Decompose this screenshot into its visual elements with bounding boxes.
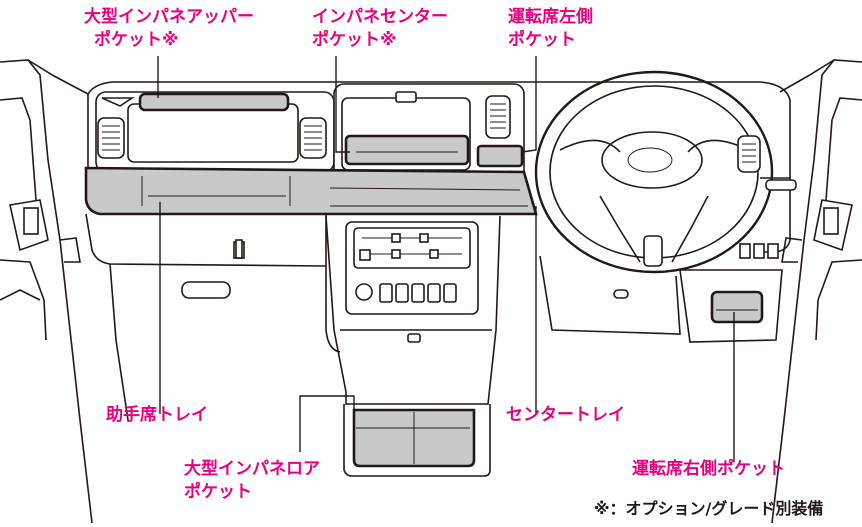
label-center-pocket-1: インパネセンター: [312, 7, 448, 27]
right-vent: [737, 135, 761, 173]
center-right-vent: [485, 95, 511, 139]
center-stack-upper: [333, 83, 525, 181]
callout-labels: 大型インパネアッパー ポケット※ インパネセンター ポケット※ 運転席左側 ポケ…: [84, 6, 823, 518]
label-large-upper-pocket-2: ポケット※: [94, 29, 179, 50]
label-large-lower-pocket-1: 大型インパネロア: [184, 458, 320, 479]
label-driver-left-pocket-1: 運転席左側: [508, 6, 593, 27]
label-large-upper-pocket-1: 大型インパネアッパー: [84, 6, 254, 27]
label-passenger-tray: 助手席トレイ: [106, 404, 208, 425]
steering-wheel: [534, 70, 774, 274]
leader-lines: [157, 56, 735, 462]
center-pocket: [344, 134, 470, 166]
dashboard-upper: [87, 81, 791, 173]
left-center-vent: [299, 117, 327, 159]
passenger-tray-shape: [84, 166, 538, 216]
driver-right-pocket: [710, 290, 764, 324]
label-large-lower-pocket-2: ポケット: [184, 481, 252, 502]
footnote: ※：オプション/グレード別装備: [594, 499, 823, 518]
dashboard-lower: [85, 213, 341, 421]
lower-pocket-area: [343, 404, 491, 477]
left-door-outline: [0, 59, 93, 524]
driver-left-pocket: [476, 144, 524, 168]
center-console: [325, 215, 501, 405]
large-upper-pocket: [138, 92, 290, 112]
right-door-outline: [771, 59, 862, 524]
label-center-pocket-2: ポケット※: [312, 29, 397, 50]
left-vent: [97, 117, 125, 159]
label-center-tray: センタートレイ: [506, 405, 625, 425]
label-driver-right-pocket: 運転席右側ポケット: [632, 458, 785, 479]
driver-side-dash: [539, 135, 797, 343]
label-driver-left-pocket-2: ポケット: [508, 29, 576, 50]
